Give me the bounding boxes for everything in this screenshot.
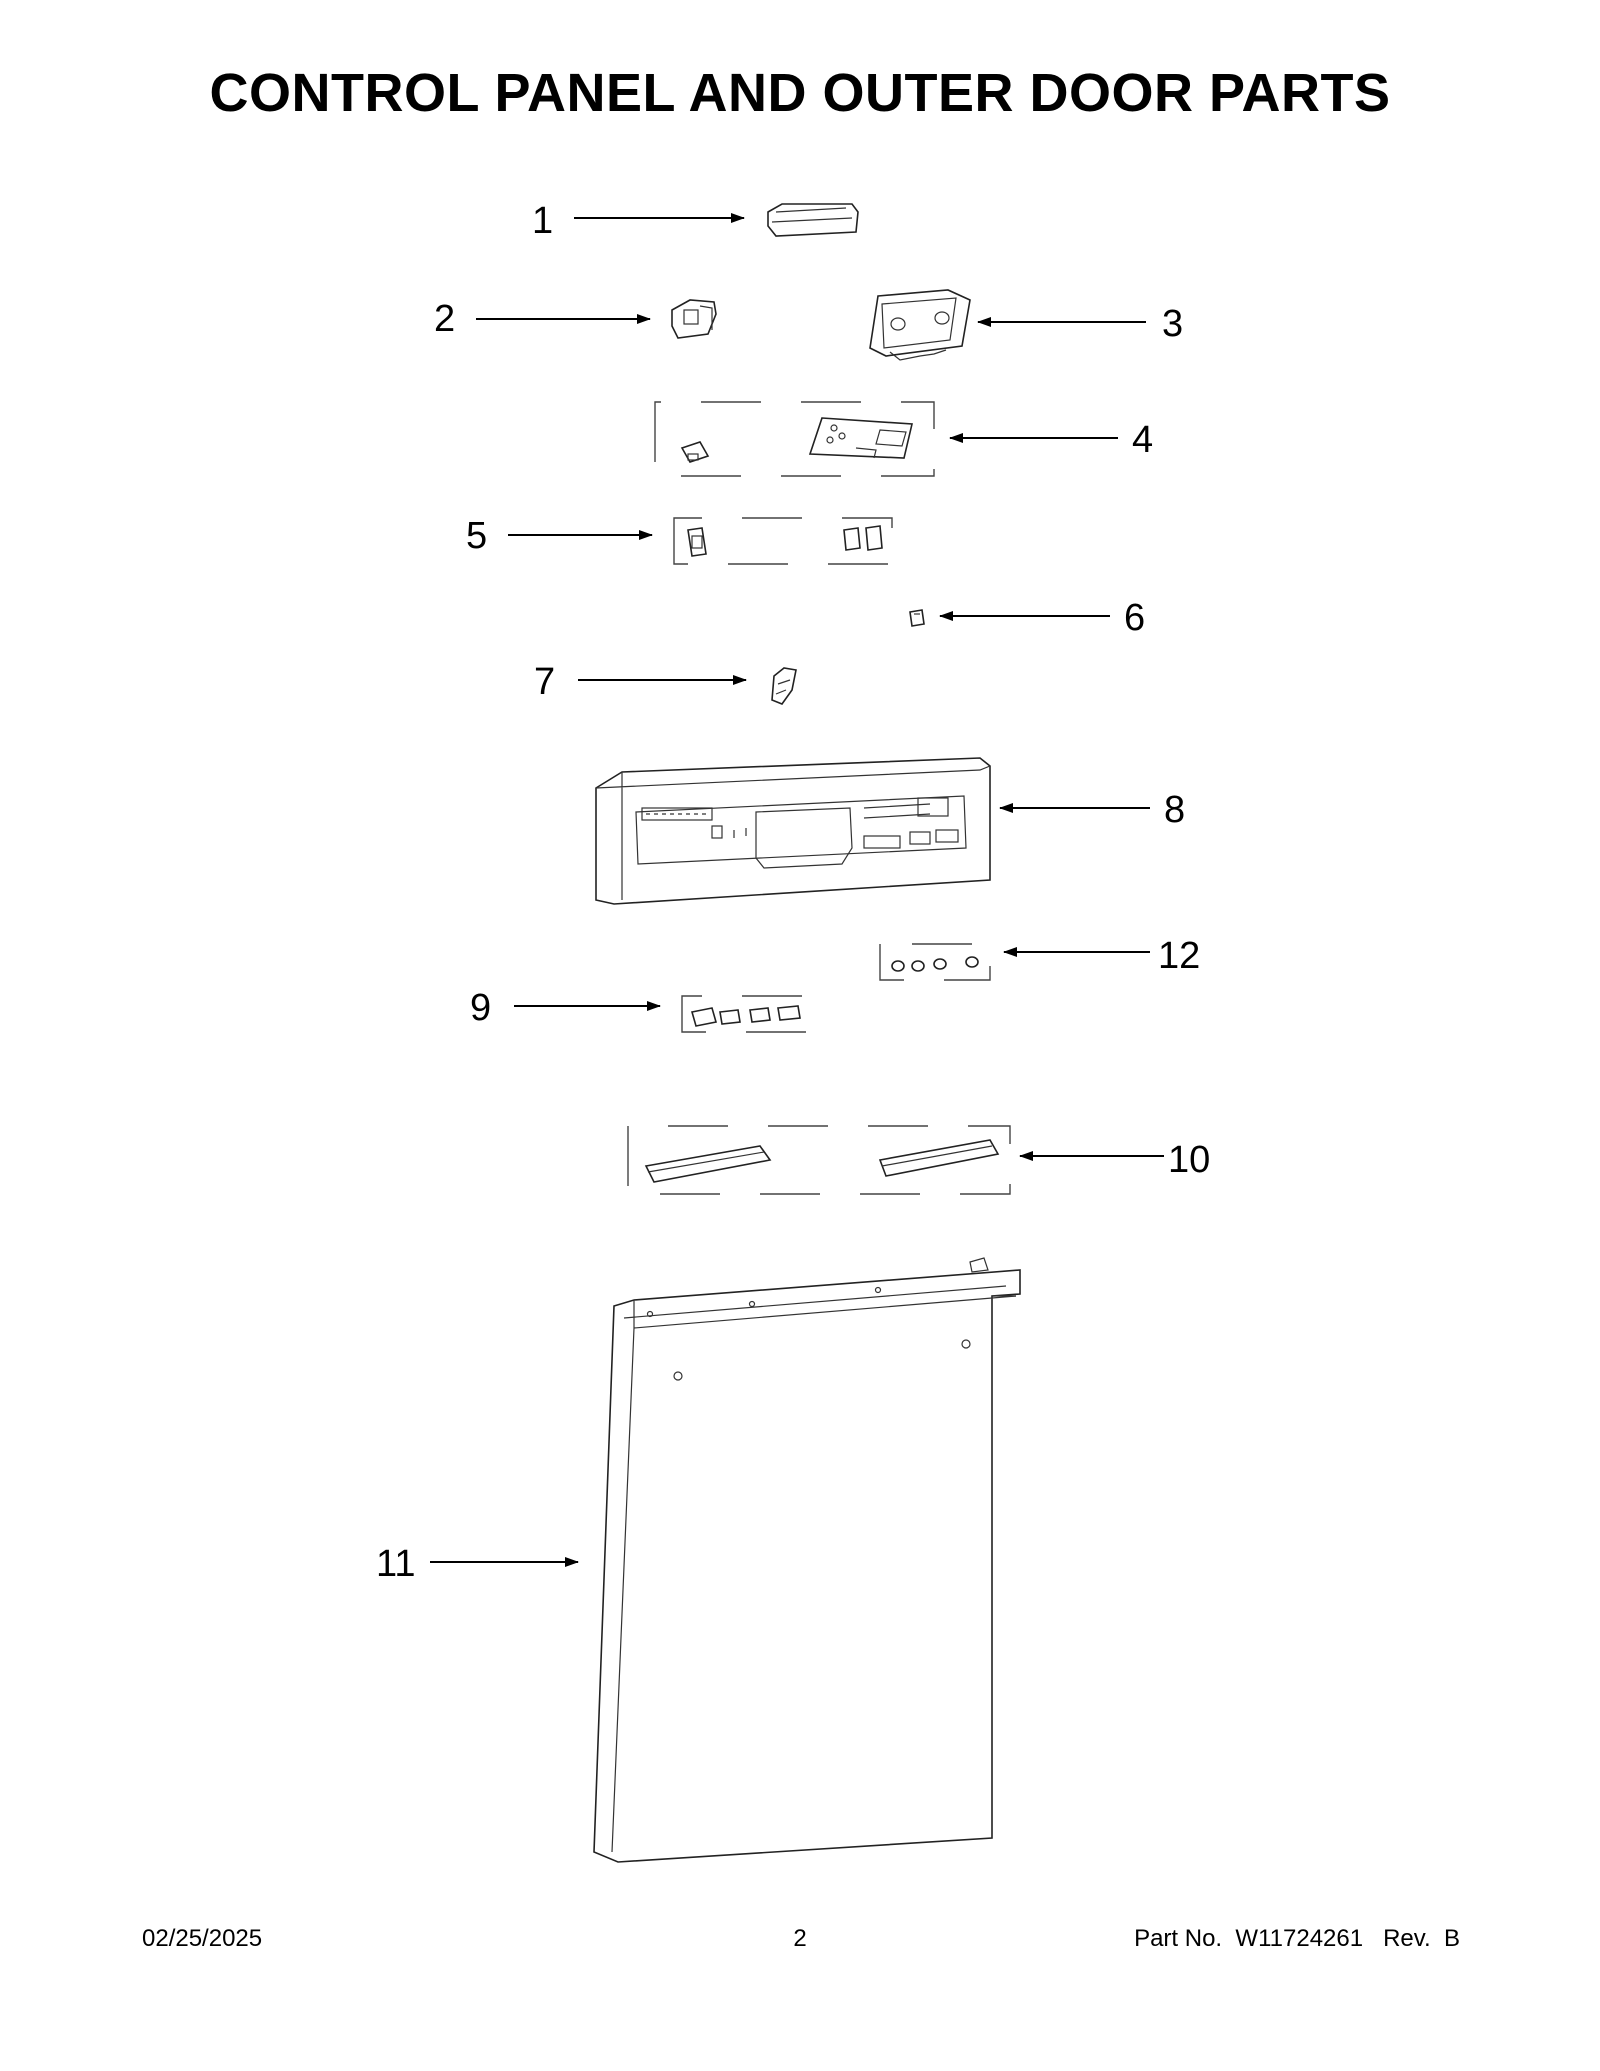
callout-2-label: 2 bbox=[434, 298, 455, 340]
footer-page-number: 2 bbox=[793, 1925, 807, 1952]
callout-6-label: 6 bbox=[1124, 597, 1145, 639]
part-2-bracket bbox=[671, 299, 717, 339]
part-1-clip bbox=[767, 203, 859, 237]
part-12-buttons bbox=[879, 943, 991, 981]
part-8-control-panel bbox=[595, 757, 991, 905]
footer-date: 02/25/2025 bbox=[142, 1925, 263, 1952]
part-5-switches bbox=[673, 517, 893, 565]
callout-12-label: 12 bbox=[1158, 935, 1200, 977]
callout-10-label: 10 bbox=[1168, 1139, 1210, 1181]
part-11-outer-door bbox=[593, 1257, 1021, 1863]
callout-3-label: 3 bbox=[1162, 303, 1183, 345]
page-title: CONTROL PANEL AND OUTER DOOR PARTS bbox=[209, 63, 1391, 123]
callout-11-label: 11 bbox=[376, 1543, 415, 1585]
part-9-buttons bbox=[681, 995, 807, 1033]
callout-7-label: 7 bbox=[534, 661, 555, 703]
part-6-knob bbox=[909, 609, 925, 627]
footer-part-number: Part No. W11724261 Rev. B bbox=[1134, 1925, 1460, 1952]
part-4-control-board bbox=[654, 401, 935, 477]
callout-1-label: 1 bbox=[532, 200, 553, 242]
part-3-housing bbox=[869, 289, 971, 361]
part-7-clip bbox=[771, 667, 797, 705]
part-10-trim bbox=[627, 1125, 1011, 1195]
callout-8-label: 8 bbox=[1164, 789, 1185, 831]
callout-9-label: 9 bbox=[470, 987, 491, 1029]
callout-4-label: 4 bbox=[1132, 419, 1153, 461]
callout-5-label: 5 bbox=[466, 515, 487, 557]
